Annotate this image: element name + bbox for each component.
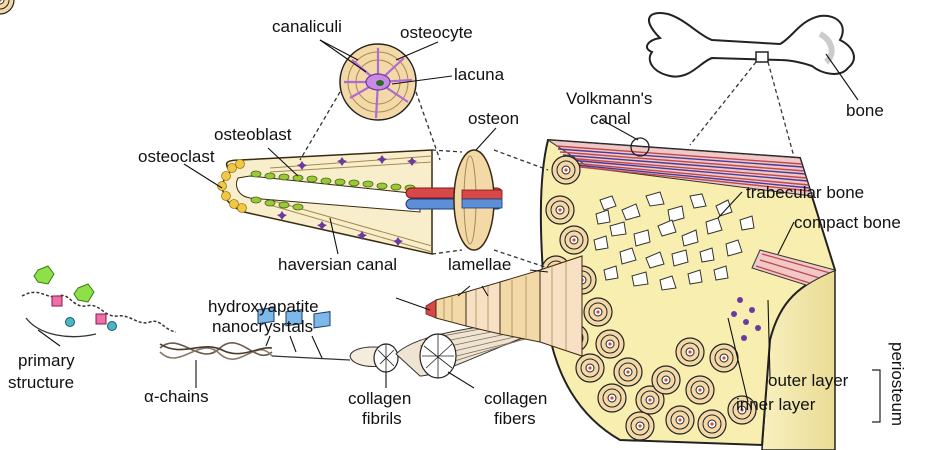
label-outer-layer: outer layer xyxy=(768,371,849,390)
residue-teal-2 xyxy=(108,322,117,331)
label-primary-line2: structure xyxy=(8,373,74,392)
primary-structure-chain xyxy=(22,292,176,332)
label-hydroxyapatite-line1: hydroxyapatite xyxy=(208,297,319,316)
osteon-cross-section xyxy=(0,0,14,14)
label-periosteum: periosteum xyxy=(888,342,907,426)
label-osteocyte: osteocyte xyxy=(400,23,473,42)
label-hydroxyapatite-line2: nanocrysrtals xyxy=(212,317,313,336)
periosteum-bracket xyxy=(872,370,880,422)
front-face-osteons xyxy=(0,0,14,14)
label-primary-line1: primary xyxy=(18,351,75,370)
osteon-cutaway xyxy=(218,150,503,254)
residue-green-2 xyxy=(74,284,94,302)
label-canaliculi: canaliculi xyxy=(272,17,342,36)
label-compact-bone: compact bone xyxy=(794,213,901,232)
residue-pink-1 xyxy=(52,296,62,306)
label-collagen-fibers-line1: collagen xyxy=(484,389,547,408)
label-volkmanns-canal-line2: canal xyxy=(590,109,631,128)
label-collagen-fibrils-line2: fibrils xyxy=(362,409,402,428)
label-collagen-fibrils-line1: collagen xyxy=(348,389,411,408)
bone-section-marker xyxy=(756,52,768,62)
osteocyte-nucleus xyxy=(376,80,384,86)
collagen-fibril xyxy=(350,344,398,372)
label-osteoblast: osteoblast xyxy=(214,125,292,144)
label-inner-layer: inner layer xyxy=(736,395,816,414)
label-haversian-canal: haversian canal xyxy=(278,255,397,274)
alpha-chain-helix xyxy=(160,343,272,359)
label-trabecular-bone: trabecular bone xyxy=(746,183,864,202)
residue-teal-1 xyxy=(66,318,75,327)
label-alpha-chains: α-chains xyxy=(144,387,209,406)
long-bone-illustration xyxy=(647,13,854,77)
label-osteoclast: osteoclast xyxy=(138,147,215,166)
residue-green-1 xyxy=(34,266,54,284)
label-volkmanns-canal-line1: Volkmann's xyxy=(566,89,652,108)
label-osteon: osteon xyxy=(468,109,519,128)
residue-pink-2 xyxy=(96,314,106,324)
label-collagen-fibers-line2: fibers xyxy=(494,409,536,428)
label-bone: bone xyxy=(846,101,884,120)
label-lacuna: lacuna xyxy=(454,65,505,84)
bone-zoom-line-left xyxy=(690,62,756,145)
label-lamellae: lamellae xyxy=(448,255,511,274)
